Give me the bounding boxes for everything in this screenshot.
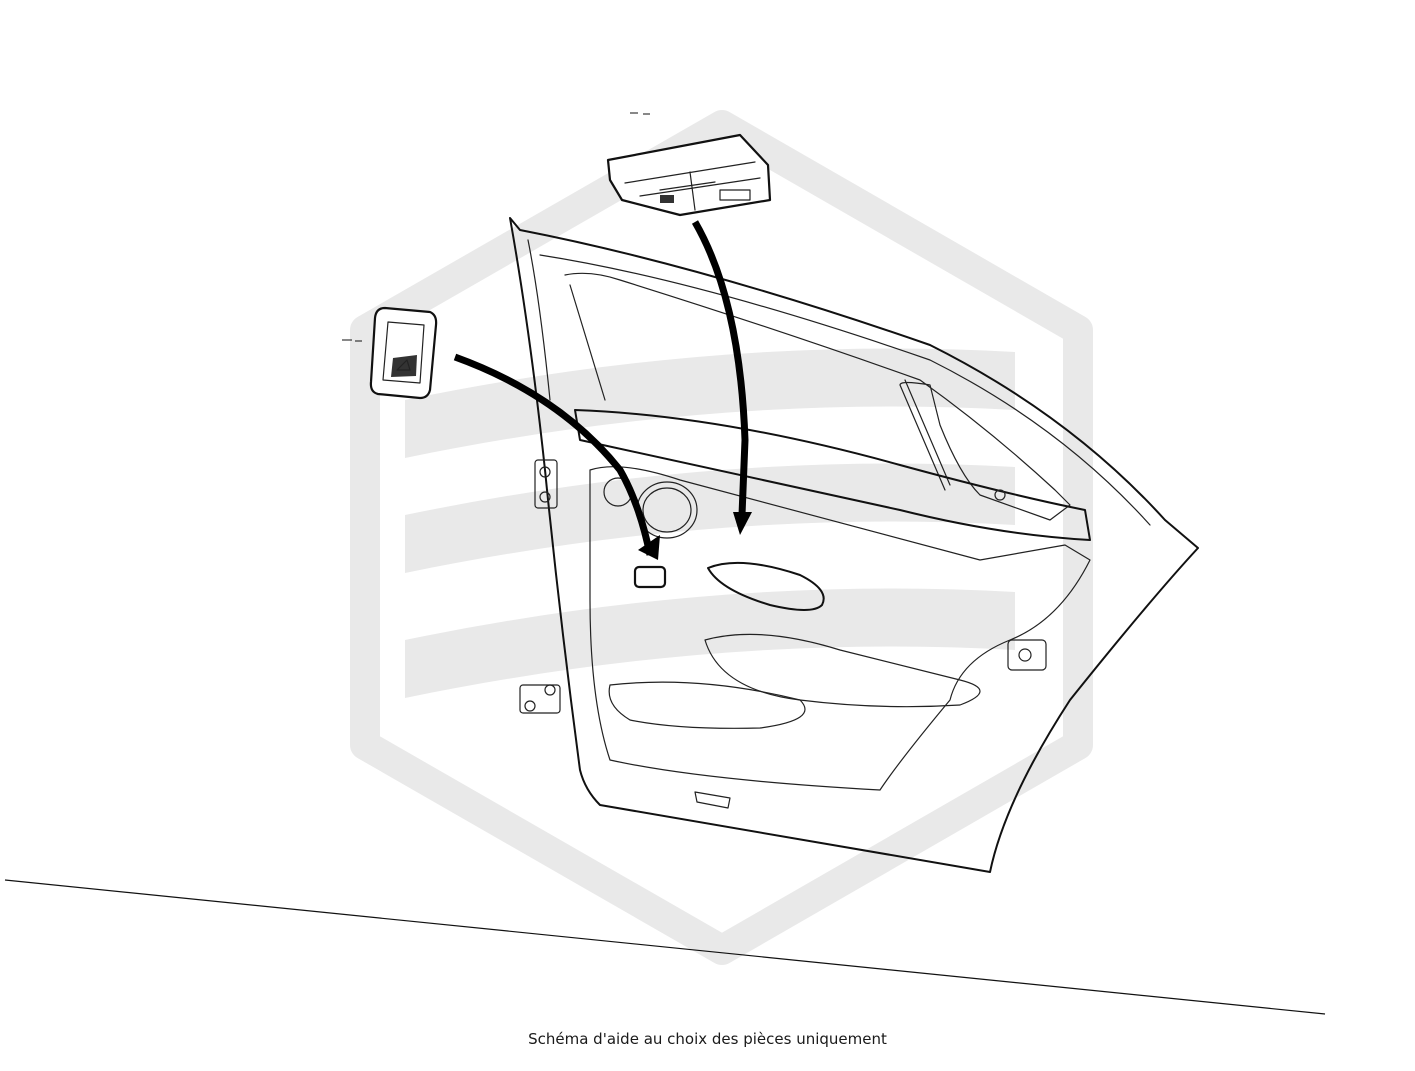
watermark-stripes	[405, 348, 1015, 698]
window-switch-icon	[342, 306, 438, 400]
caption: Schéma d'aide au choix des pièces unique…	[528, 1030, 887, 1048]
arrow-panel-to-door	[691, 220, 752, 535]
window-switch-panel-icon	[606, 112, 772, 217]
installed-switch	[633, 565, 667, 589]
arrow-switch-to-door	[453, 353, 660, 560]
watermark-logo	[350, 110, 1093, 965]
ground-line	[4, 879, 1326, 1015]
rear-door-icon	[509, 217, 1199, 873]
